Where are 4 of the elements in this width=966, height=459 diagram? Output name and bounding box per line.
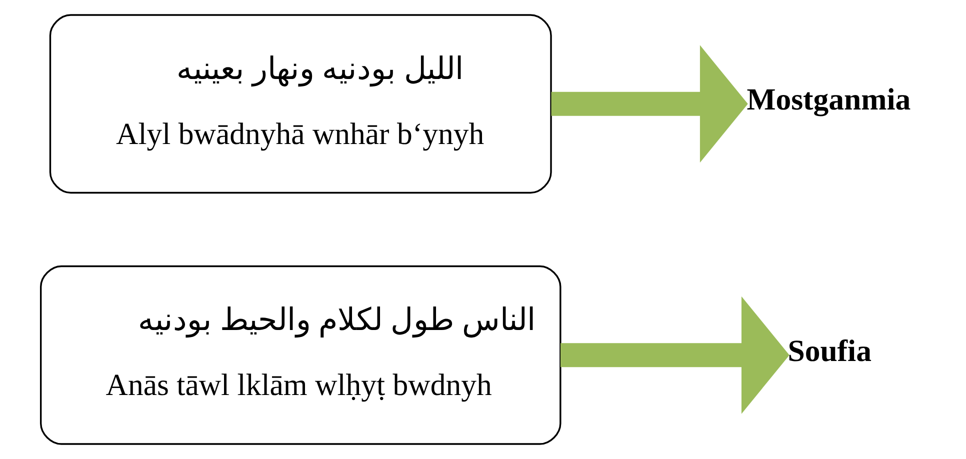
arrow	[550, 45, 748, 163]
node-text: Soufia	[787, 334, 871, 368]
arrow	[560, 296, 789, 414]
node-text: Mostganmia	[746, 82, 910, 117]
